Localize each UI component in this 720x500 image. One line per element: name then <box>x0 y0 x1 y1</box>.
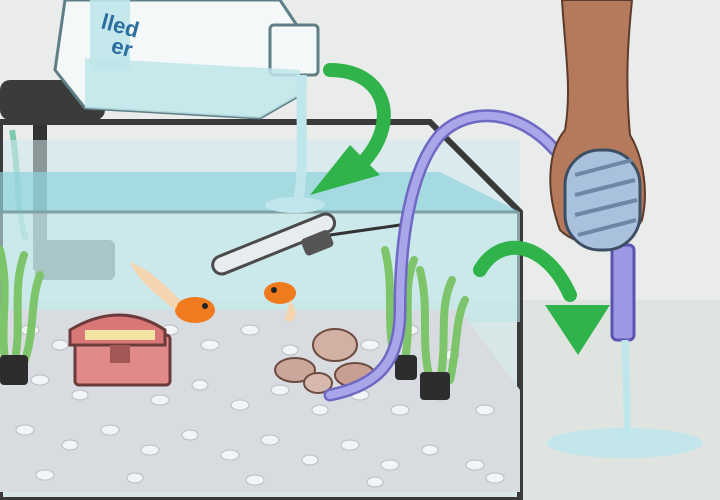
siphon-tube-icon <box>323 109 636 402</box>
water-puddle <box>547 428 703 458</box>
hand-icon <box>549 0 646 252</box>
fish-icon <box>264 282 296 322</box>
plant-icon <box>0 246 44 385</box>
pouring-water-stream <box>293 74 307 202</box>
fish-icon <box>130 262 215 323</box>
arrow-icon <box>310 63 391 195</box>
water-body <box>0 212 520 322</box>
water-surface <box>0 172 520 212</box>
draining-water-stream <box>621 339 631 441</box>
bottle-icon: lled er <box>53 0 320 120</box>
heater-icon <box>211 212 401 276</box>
treasure-chest-icon <box>68 313 172 387</box>
water-splash <box>265 197 325 213</box>
rock-pile <box>274 328 376 394</box>
arrow-icon <box>473 240 610 355</box>
